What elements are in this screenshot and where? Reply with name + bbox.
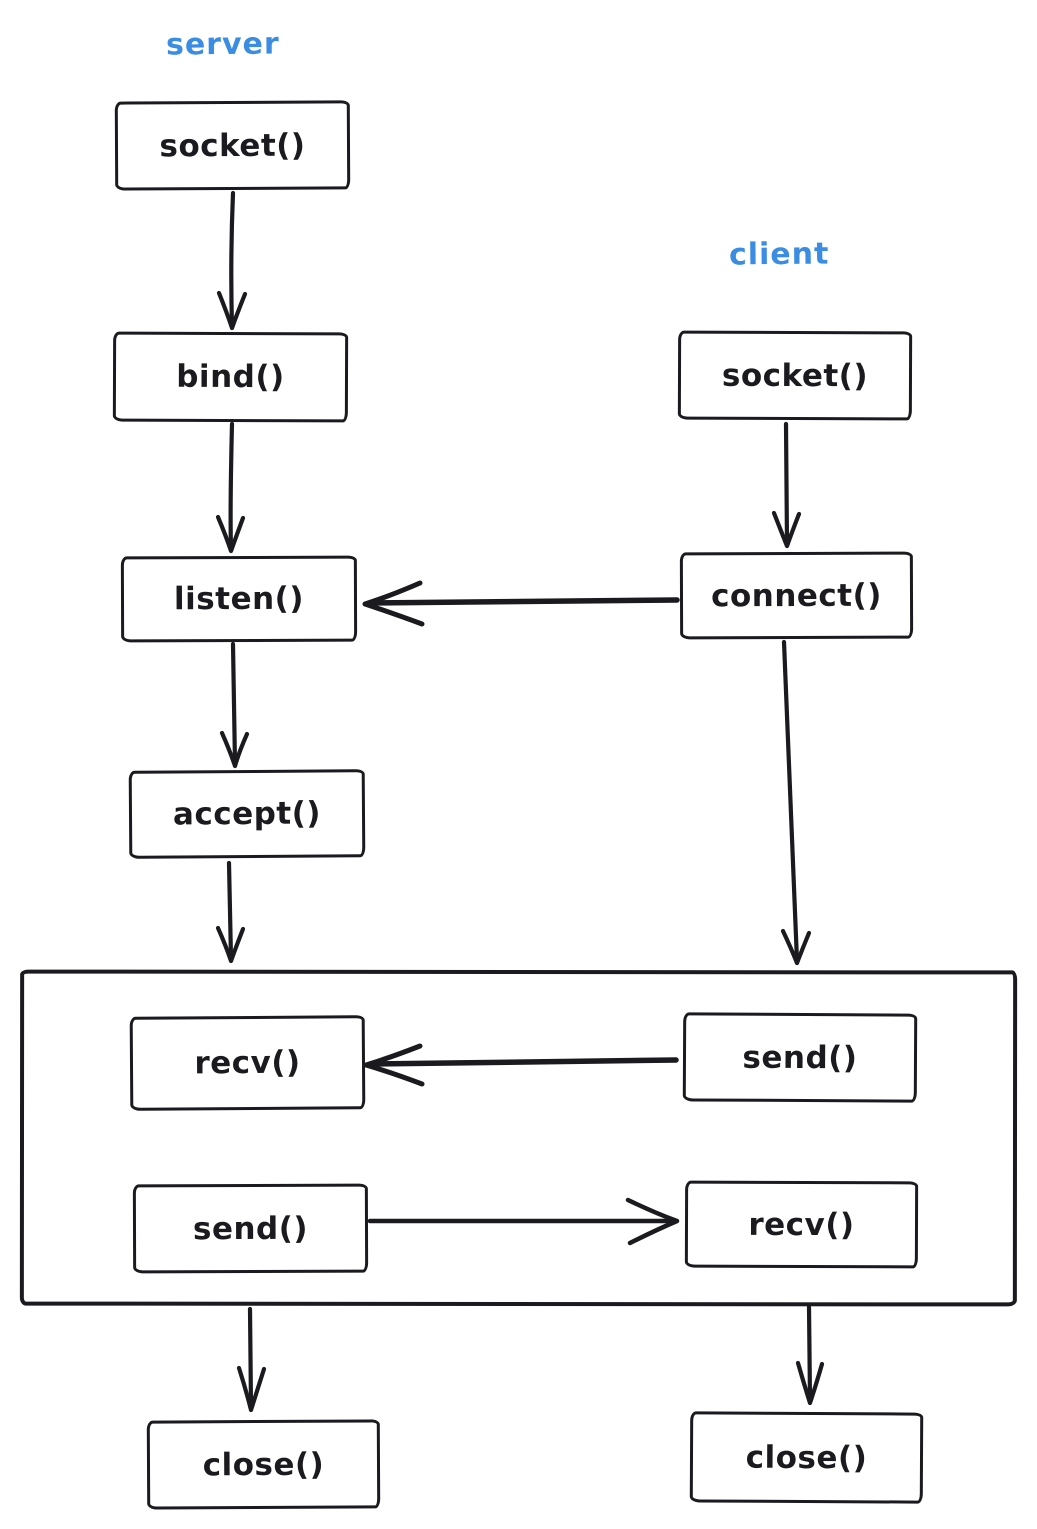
arrowhead-down-icon — [771, 510, 802, 549]
client-send-label: send() — [742, 1039, 858, 1076]
server-bind-box: bind() — [112, 331, 349, 423]
client-recv-label: recv() — [748, 1206, 855, 1243]
arrow-client-send-to-server-recv — [363, 1043, 679, 1087]
client-socket-box: socket() — [677, 330, 913, 421]
server-accept-box: accept() — [128, 769, 366, 859]
server-close-label: close() — [202, 1446, 325, 1483]
server-accept-label: accept() — [172, 795, 322, 833]
arrow-connect-to-listen — [362, 580, 680, 627]
client-close-label: close() — [745, 1439, 868, 1476]
client-send-box: send() — [682, 1012, 918, 1103]
server-recv-label: recv() — [194, 1044, 301, 1082]
server-recv-box: recv() — [129, 1015, 366, 1111]
arrowhead-down-icon — [215, 514, 246, 554]
arrow-server-socket-to-bind — [216, 190, 248, 331]
server-listen-label: listen() — [173, 580, 305, 618]
arrowhead-right-icon — [625, 1197, 680, 1246]
arrow-client-connect-to-databox — [780, 639, 812, 966]
server-send-box: send() — [132, 1183, 369, 1274]
server-send-label: send() — [192, 1210, 309, 1247]
arrowhead-down-icon — [215, 925, 246, 964]
arrowhead-down-icon — [780, 928, 812, 966]
client-connect-label: connect() — [711, 577, 882, 614]
server-bind-label: bind() — [176, 358, 285, 396]
arrow-server-listen-to-accept — [219, 641, 250, 769]
arrowhead-down-icon — [219, 730, 250, 769]
arrowhead-left-icon — [363, 1043, 425, 1087]
client-close-box: close() — [689, 1411, 924, 1504]
server-socket-box: socket() — [114, 100, 351, 191]
arrow-databox-to-client-close — [795, 1304, 825, 1406]
arrow-databox-to-server-close — [236, 1306, 267, 1413]
arrow-server-accept-to-databox — [215, 860, 246, 964]
client-connect-box: connect() — [679, 551, 914, 640]
arrow-client-socket-to-connect — [771, 421, 802, 549]
server-listen-box: listen() — [120, 555, 358, 643]
arrowhead-left-icon — [362, 580, 425, 627]
arrowhead-down-icon — [216, 290, 248, 331]
arrow-server-send-to-client-recv — [367, 1197, 680, 1246]
arrowhead-down-icon — [236, 1365, 267, 1413]
arrow-server-bind-to-listen — [215, 421, 246, 554]
server-socket-label: socket() — [159, 127, 306, 164]
client-recv-box: recv() — [684, 1180, 919, 1269]
arrowhead-down-icon — [795, 1360, 825, 1406]
server-close-box: close() — [146, 1419, 381, 1510]
client-socket-label: socket() — [721, 357, 869, 394]
